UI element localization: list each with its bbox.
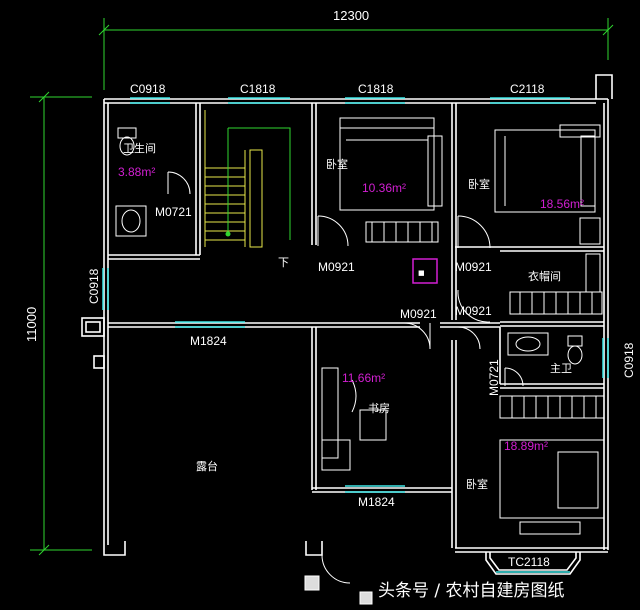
- watermark-text: 头条号 / 农村自建房图纸: [378, 581, 565, 601]
- pillar-marker: [412, 258, 438, 284]
- stair-marker: [225, 231, 231, 237]
- door-swings: [167, 171, 524, 584]
- room-bedroom-b-name: 卧室: [468, 177, 490, 191]
- room-study-area: 11.66m²: [342, 371, 385, 385]
- dimension-lines: [30, 18, 614, 556]
- room-bedroom-b-area: 18.56m²: [540, 197, 584, 211]
- room-closet-name: 衣帽间: [528, 269, 561, 283]
- stair-direction-label: 下: [278, 256, 289, 269]
- room-bathroom-name: 卫生间: [123, 141, 156, 155]
- staircase: [204, 110, 263, 248]
- dimension-width: 12300: [333, 8, 369, 23]
- label-c0918-left: C0918: [87, 268, 101, 304]
- label-tc2118: TC2118: [508, 555, 550, 569]
- room-terrace-name: 露台: [196, 459, 218, 473]
- room-bathroom-area: 3.88m²: [118, 165, 155, 179]
- label-c2118: C2118: [510, 82, 545, 96]
- room-master-bath-name: 主卫: [550, 362, 572, 375]
- dimension-height: 11000: [24, 307, 39, 342]
- label-m1824-b: M1824: [358, 495, 395, 509]
- label-m0921-b: M0921: [455, 260, 492, 274]
- label-m0921-d: M0921: [455, 304, 492, 318]
- label-m0721-a: M0721: [155, 205, 192, 219]
- windows: [102, 97, 609, 573]
- room-bedroom-a-area: 10.36m²: [362, 181, 406, 195]
- walls: [81, 74, 613, 575]
- pillar-label: ■: [418, 269, 425, 277]
- room-bedroom-a-name: 卧室: [326, 157, 348, 171]
- label-c0918-top: C0918: [130, 82, 166, 96]
- room-bedroom-c-area: 18.89m²: [504, 439, 548, 453]
- label-c0918-right: C0918: [622, 342, 636, 378]
- label-c1818-b: C1818: [358, 82, 394, 96]
- label-m0921-c: M0921: [400, 307, 437, 321]
- label-c1818-a: C1818: [240, 82, 276, 96]
- label-m0721-b: M0721: [487, 359, 501, 396]
- room-bedroom-c-name: 卧室: [466, 477, 488, 491]
- room-study-name: 书房: [368, 402, 390, 415]
- label-m1824-a: M1824: [190, 334, 227, 348]
- label-m0921-a: M0921: [318, 260, 355, 274]
- furniture: [115, 117, 605, 605]
- stair-arrow: [227, 127, 291, 240]
